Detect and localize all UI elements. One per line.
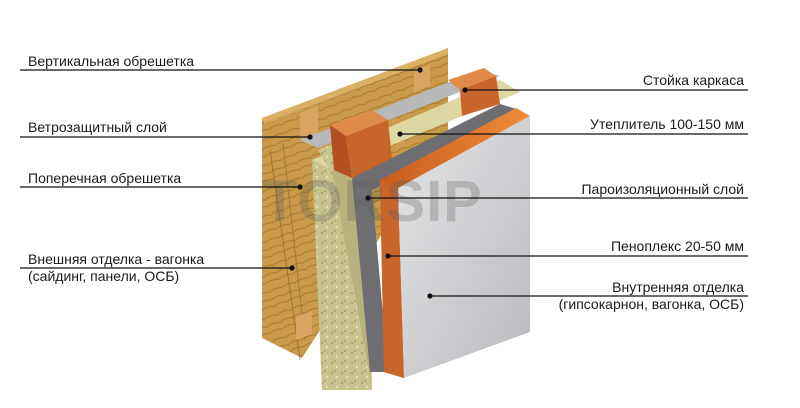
label-interior-finish-line2: (гипсокарнон, вагонка, ОСБ) <box>558 296 744 312</box>
label-exterior-finish: Внешняя отделка - вагонка (сайдинг, пане… <box>28 251 204 285</box>
penoplex-board <box>380 108 530 378</box>
watermark: TORSIP <box>262 169 483 234</box>
label-exterior-finish-line1: Внешняя отделка - вагонка <box>28 251 205 267</box>
label-penoplex: Пеноплекс 20-50 мм <box>610 238 744 254</box>
label-interior-finish: Внутренняя отделка (гипсокарнон, вагонка… <box>559 279 744 313</box>
label-interior-finish-line1: Внутренняя отделка <box>612 279 744 295</box>
penoplex-edge <box>380 180 404 378</box>
label-wind-barrier: Ветрозащитный слой <box>28 119 167 135</box>
label-frame-stud: Стойка каркаса <box>642 72 744 88</box>
label-exterior-finish-line2: (сайдинг, панели, ОСБ) <box>28 268 180 284</box>
label-vertical-battens: Вертикальная обрешетка <box>28 53 195 69</box>
vapor-barrier-membrane <box>352 104 520 372</box>
label-vapor-barrier: Пароизоляционный слой <box>581 181 744 197</box>
interior-panel <box>398 116 530 378</box>
label-insulation: Утеплитель 100-150 мм <box>590 116 744 132</box>
label-cross-battens: Поперечная обрешетка <box>28 170 182 186</box>
frame-stud <box>330 68 500 178</box>
